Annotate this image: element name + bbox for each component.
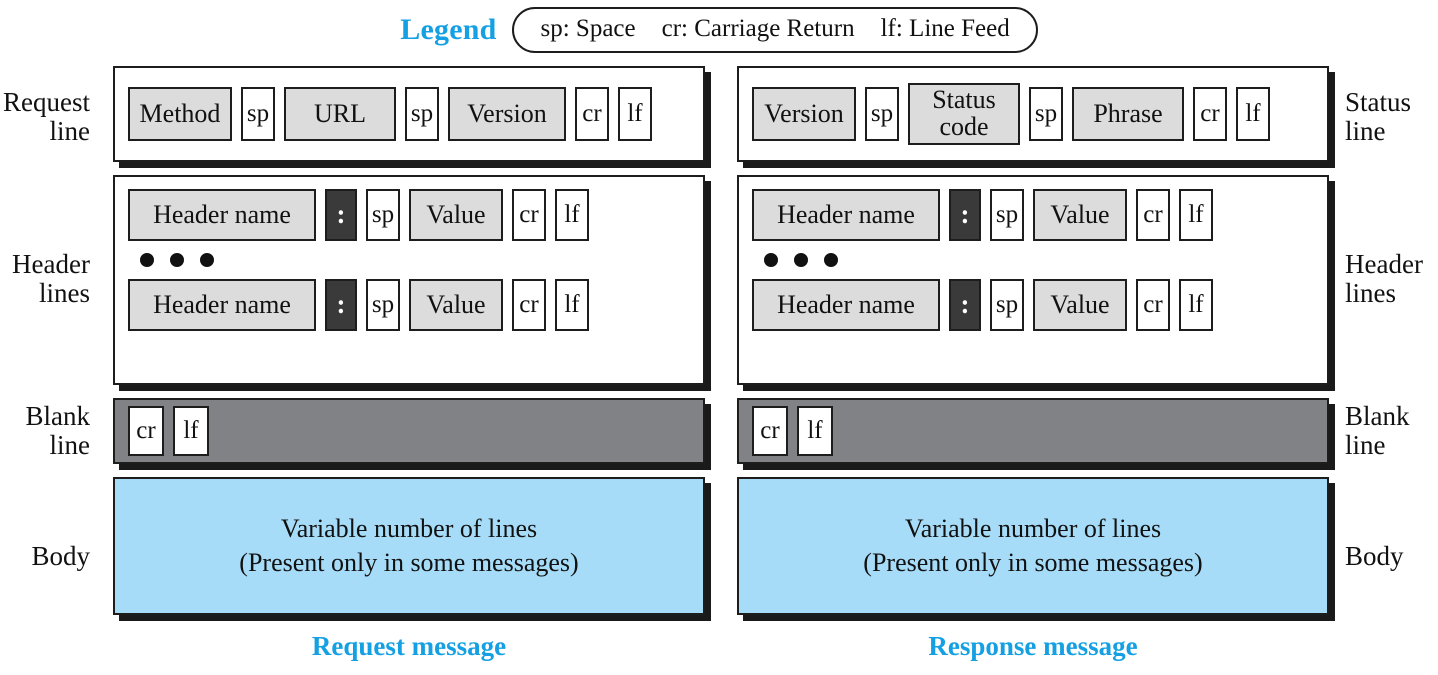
response-body-text: Variable number of lines (Present only i… [863,512,1202,580]
response-message-column: Version sp Status code sp Phrase cr lf H… [737,66,1329,662]
legend-entry-sp: sp: Space [540,15,636,42]
header-lines-ellipsis [128,241,703,279]
label-body-left: Body [31,541,90,571]
status-line-panel: Version sp Status code sp Phrase cr lf [737,66,1329,162]
legend-entry-cr: cr: Carriage Return [661,15,855,42]
field-cr: cr [1136,189,1170,241]
status-line-fields: Version sp Status code sp Phrase cr lf [752,83,1270,145]
field-method: Method [128,87,232,141]
response-message-caption: Response message [928,631,1138,661]
blank-line-fields: cr lf [752,406,833,456]
field-cr: cr [752,406,788,456]
header-line-last: Header name : sp Value cr lf [752,279,1327,331]
ellipsis-dot [824,253,838,267]
field-cr: cr [128,406,164,456]
header-line-first: Header name : sp Value cr lf [752,189,1327,241]
field-status-code: Status code [908,83,1020,145]
field-lf: lf [555,279,589,331]
ellipsis-dot [794,253,808,267]
field-lf: lf [173,406,209,456]
field-header-name: Header name [128,279,316,331]
field-value: Value [409,189,503,241]
legend-entry-lf: lf: Line Feed [880,15,1010,42]
field-lf: lf [1179,189,1213,241]
response-blank-line-panel: cr lf [737,398,1329,464]
field-value: Value [1033,279,1127,331]
ellipsis-dot [200,253,214,267]
field-value: Value [409,279,503,331]
field-sp-1: sp [241,87,275,141]
field-sp-1: sp [865,87,899,141]
body-line-1: Variable number of lines [904,514,1162,544]
field-colon: : [325,279,357,331]
body-line-1: Variable number of lines [280,514,538,544]
field-cr: cr [512,279,546,331]
body-line-2: (Present only in some messages) [863,548,1203,577]
field-url: URL [284,87,396,141]
field-header-name: Header name [752,279,940,331]
request-body-panel: Variable number of lines (Present only i… [113,477,705,615]
field-header-name: Header name [752,189,940,241]
legend: Legend sp: Space cr: Carriage Return lf:… [0,4,1438,56]
field-sp: sp [990,189,1024,241]
blank-line-fields: cr lf [128,406,209,456]
request-message-caption: Request message [311,631,507,661]
request-blank-line-panel: cr lf [113,398,705,464]
field-colon: : [325,189,357,241]
response-header-lines-panel: Header name : sp Value cr lf Header name… [737,175,1329,385]
ellipsis-dot [764,253,778,267]
field-lf: lf [555,189,589,241]
field-sp: sp [990,279,1024,331]
body-line-2: (Present only in some messages) [239,548,579,577]
field-cr: cr [1136,279,1170,331]
field-lf: lf [1236,87,1270,141]
ellipsis-dot [170,253,184,267]
field-colon: : [949,279,981,331]
field-lf: lf [618,87,652,141]
request-line-panel: Method sp URL sp Version cr lf [113,66,705,162]
request-body-text: Variable number of lines (Present only i… [239,512,578,580]
field-cr: cr [575,87,609,141]
header-lines-ellipsis [752,241,1327,279]
field-value: Value [1033,189,1127,241]
field-cr: cr [512,189,546,241]
field-phrase: Phrase [1072,87,1184,141]
field-header-name: Header name [128,189,316,241]
field-lf: lf [1179,279,1213,331]
label-body-right: Body [1345,541,1404,571]
ellipsis-dot [140,253,154,267]
field-sp: sp [366,189,400,241]
field-sp-2: sp [1029,87,1063,141]
response-body-panel: Variable number of lines (Present only i… [737,477,1329,615]
field-lf: lf [797,406,833,456]
legend-title: Legend [400,13,497,46]
legend-box: sp: Space cr: Carriage Return lf: Line F… [512,7,1038,53]
field-sp: sp [366,279,400,331]
field-cr: cr [1193,87,1227,141]
field-version: Version [752,87,856,141]
request-header-lines-panel: Header name : sp Value cr lf Header name… [113,175,705,385]
request-line-fields: Method sp URL sp Version cr lf [128,87,652,141]
field-sp-2: sp [405,87,439,141]
header-line-first: Header name : sp Value cr lf [128,189,703,241]
field-version: Version [448,87,566,141]
field-colon: : [949,189,981,241]
request-message-column: Method sp URL sp Version cr lf Header na… [113,66,705,662]
header-line-last: Header name : sp Value cr lf [128,279,703,331]
